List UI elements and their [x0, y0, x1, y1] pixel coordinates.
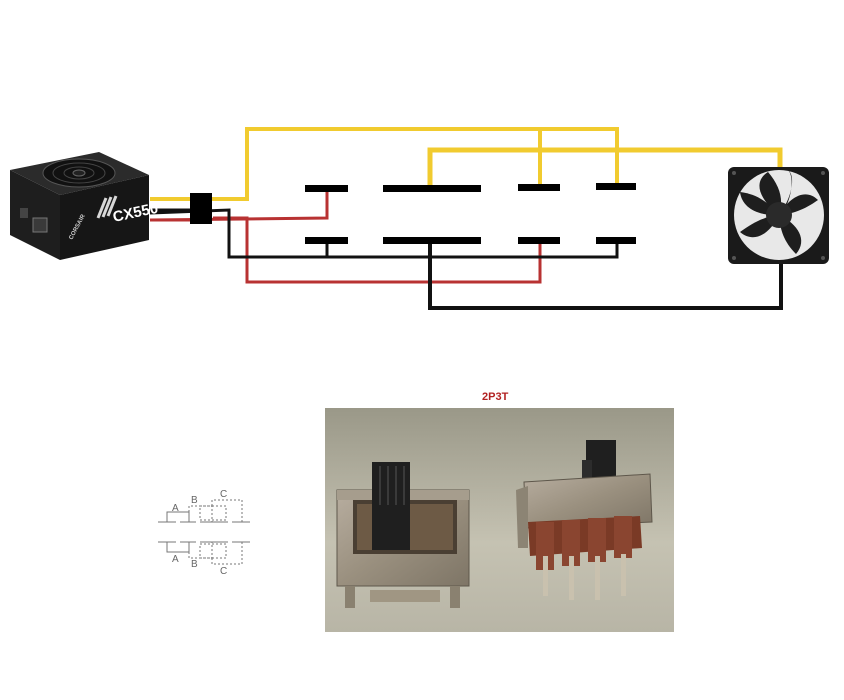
- contact-bottom-4: [596, 237, 636, 244]
- switch-pin-1: [543, 556, 548, 596]
- red-wire-to-a1: [149, 188, 329, 222]
- schem-bottom-label-c: C: [220, 566, 227, 577]
- psu-left-face: [10, 170, 60, 260]
- schem-bottom-label-b: B: [191, 559, 198, 570]
- switch-schematic-inset: [158, 499, 250, 565]
- contact-top-1: [305, 185, 348, 192]
- contact-top-3: [518, 184, 560, 191]
- psu-switch: [20, 208, 28, 218]
- case-fan: [728, 167, 829, 264]
- schem-bottom-label-a: A: [172, 554, 179, 565]
- yellow-wire-to-fan: [427, 147, 783, 187]
- contact-bottom-1: [305, 237, 348, 244]
- psu-stripes: [96, 195, 118, 219]
- contact-bottom-common: [383, 237, 481, 244]
- schem-top-label-b: B: [191, 495, 198, 506]
- wire-connector: [190, 193, 212, 224]
- switch-photo-title: 2P3T: [482, 391, 509, 403]
- psu-power-socket: [32, 217, 48, 233]
- switch-contacts: [305, 183, 636, 244]
- psu-right-face: [60, 175, 149, 260]
- contact-bottom-3: [518, 237, 560, 244]
- switch-side-view: [516, 440, 653, 600]
- schematic-labels: A B C A B C: [172, 489, 227, 577]
- wires: [149, 127, 783, 310]
- slide-switch-photo: [325, 408, 674, 632]
- fan-hub: [766, 202, 792, 228]
- psu-fan-hub: [72, 169, 86, 177]
- schem-top-label-c: C: [220, 489, 227, 500]
- switch-front-view: [336, 462, 470, 608]
- red-wire-to-b2: [213, 216, 542, 284]
- contact-top-common: [383, 185, 481, 192]
- switch-pin-2: [569, 556, 574, 600]
- switch-pin-3: [595, 556, 600, 600]
- contact-top-4: [596, 183, 636, 190]
- power-supply-unit: CX550 CORSAIR: [10, 152, 160, 260]
- schem-top-label-a: A: [172, 503, 179, 514]
- switch-pin-4: [621, 554, 626, 596]
- black-wire-to-fan: [428, 240, 783, 310]
